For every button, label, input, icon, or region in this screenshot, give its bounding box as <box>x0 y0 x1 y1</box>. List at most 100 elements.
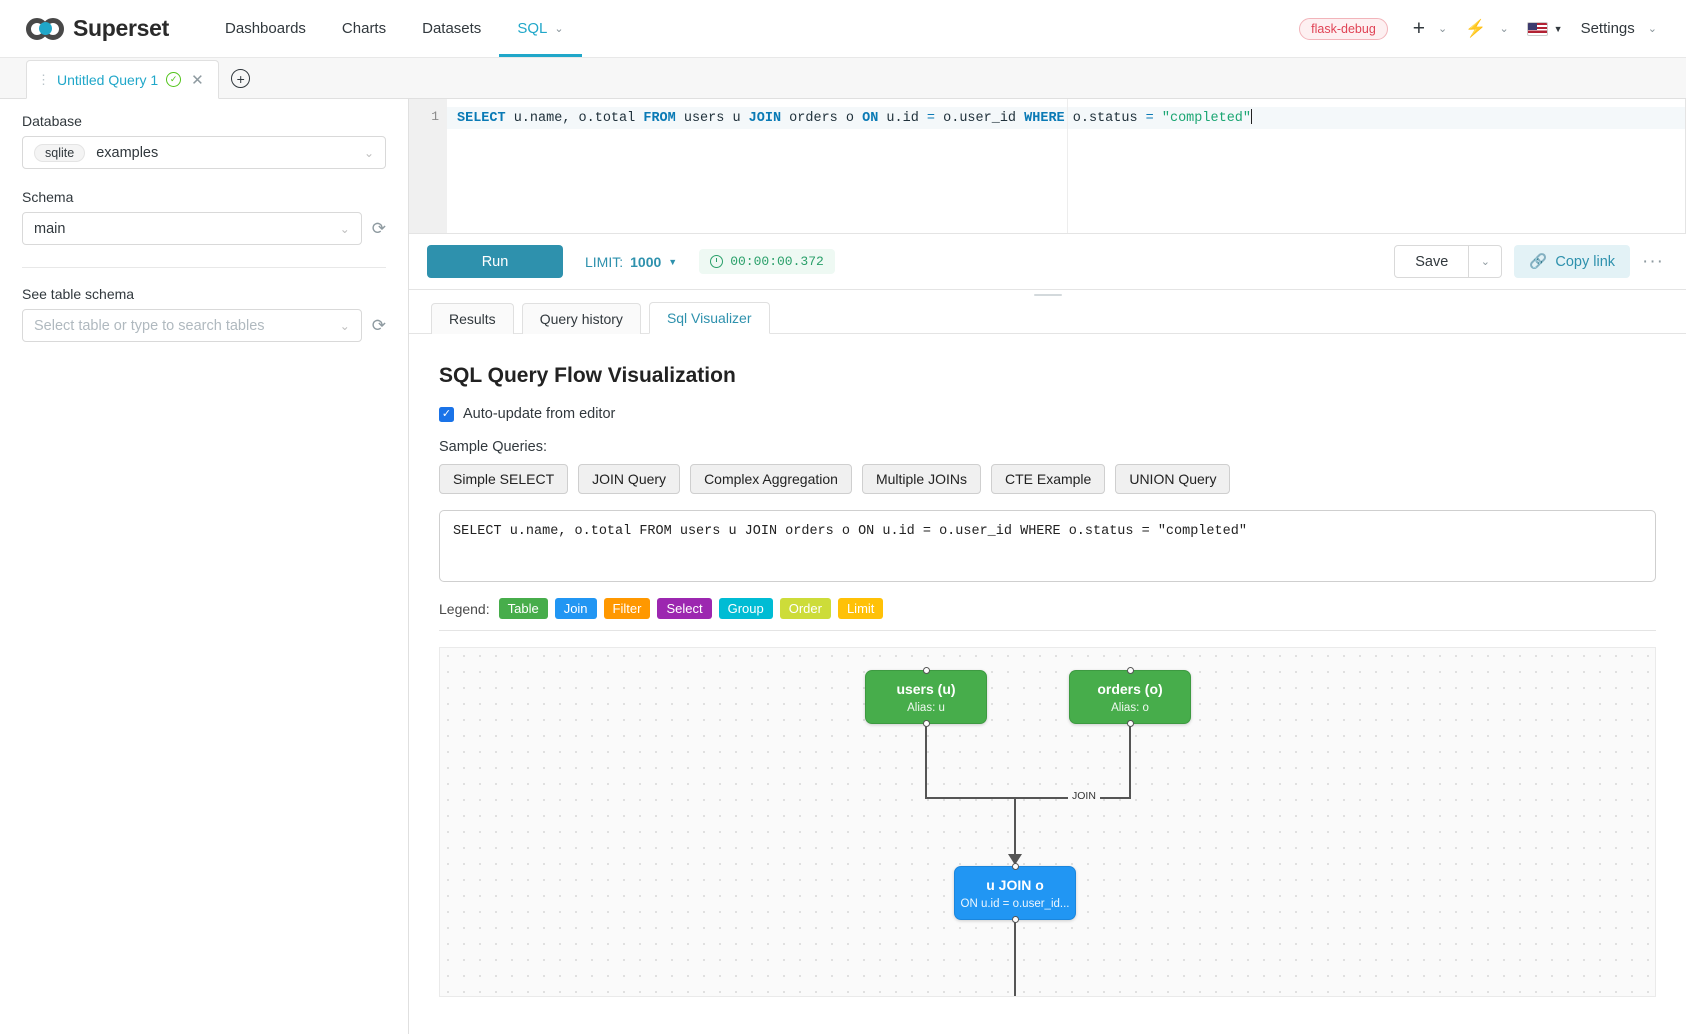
new-item-button[interactable]: + ⌄ <box>1406 14 1454 43</box>
flask-debug-badge: flask-debug <box>1299 17 1388 40</box>
settings-menu[interactable]: Settings ⌄ <box>1574 16 1664 41</box>
language-button[interactable]: ▼ <box>1520 18 1570 40</box>
refresh-tables-icon[interactable]: ⟳ <box>371 316 386 335</box>
legend-chip-select: Select <box>657 598 712 619</box>
chevron-down-icon: ⌄ <box>1647 23 1657 35</box>
schema-select[interactable]: main ⌄ <box>22 212 362 245</box>
nav-item-charts-label: Charts <box>341 20 387 37</box>
auto-update-row: ✓ Auto-update from editor <box>439 406 1656 422</box>
nav-item-dashboards-label: Dashboards <box>225 20 306 37</box>
add-query-tab-button[interactable]: + <box>219 59 263 98</box>
chevron-down-icon: ⌄ <box>1438 23 1448 35</box>
table-select-placeholder: Select table or type to search tables <box>34 317 265 334</box>
us-flag-icon <box>1526 21 1548 36</box>
chevron-down-icon: ⌄ <box>1499 23 1509 35</box>
schema-row: main ⌄ ⟳ <box>22 212 386 245</box>
editor-code-area[interactable]: SELECT u.name, o.total FROM users u JOIN… <box>447 99 1686 233</box>
graph-node-users[interactable]: users (u)Alias: u <box>865 667 987 727</box>
chevron-down-icon: ⌄ <box>1480 256 1490 268</box>
legend-divider <box>439 630 1656 631</box>
sample-query-button-4[interactable]: CTE Example <box>990 464 1106 494</box>
sample-query-button-3[interactable]: Multiple JOINs <box>861 464 981 494</box>
sample-query-button-1[interactable]: JOIN Query <box>578 464 681 494</box>
sql-editor[interactable]: 1 SELECT u.name, o.total FROM users u JO… <box>409 99 1686 234</box>
sample-query-button-5[interactable]: UNION Query <box>1115 464 1231 494</box>
node-port-bottom[interactable] <box>1126 720 1134 727</box>
tab-sql-visualizer[interactable]: Sql Visualizer <box>648 302 770 334</box>
check-glyph: ✓ <box>169 74 178 84</box>
node-port-top[interactable] <box>1126 667 1134 674</box>
save-button[interactable]: Save <box>1394 245 1470 278</box>
database-select[interactable]: sqlite examples ⌄ <box>22 136 386 169</box>
workspace: Database sqlite examples ⌄ Schema main ⌄… <box>0 99 1686 1034</box>
table-select[interactable]: Select table or type to search tables ⌄ <box>22 309 362 342</box>
edge-users-down <box>925 724 927 798</box>
node-port-top[interactable] <box>1011 863 1019 870</box>
edge-arrowhead <box>1008 854 1022 865</box>
page-title: SQL Query Flow Visualization <box>439 364 736 387</box>
superset-logo[interactable]: Superset <box>26 15 169 42</box>
editor-code-line-1: SELECT u.name, o.total FROM users u JOIN… <box>457 109 1252 126</box>
sample-query-button-2[interactable]: Complex Aggregation <box>690 464 852 494</box>
chevron-down-icon: ⌄ <box>339 318 350 333</box>
query-timer: 00:00:00.372 <box>699 249 835 274</box>
triangle-down-icon: ▼ <box>1553 23 1563 34</box>
top-navbar: Superset Dashboards Charts Datasets SQL … <box>0 0 1686 58</box>
editor-line-number: 1 <box>431 109 439 124</box>
editor-gutter: 1 <box>409 99 447 233</box>
sql-visualizer-panel: SQL Query Flow Visualization ✓ Auto-upda… <box>409 334 1686 1034</box>
drag-grip-icon[interactable]: ⋮ <box>37 71 50 87</box>
superset-mark-icon <box>26 17 64 40</box>
settings-label: Settings <box>1580 20 1635 37</box>
save-button-group: Save ⌄ <box>1394 245 1503 278</box>
nav-item-datasets[interactable]: Datasets <box>404 0 499 57</box>
node-port-bottom[interactable] <box>922 720 930 727</box>
nav-item-sql-label: SQL <box>517 20 548 37</box>
auto-update-checkbox[interactable]: ✓ <box>439 406 454 422</box>
tab-results[interactable]: Results <box>431 303 514 334</box>
save-dropdown-button[interactable]: ⌄ <box>1469 245 1503 278</box>
legend-chip-filter: Filter <box>603 598 651 619</box>
clock-icon <box>710 255 724 268</box>
result-tabs: Results Query history Sql Visualizer <box>409 300 1686 334</box>
table-schema-row: Select table or type to search tables ⌄ … <box>22 309 386 342</box>
nav-item-sql[interactable]: SQL ⌄ <box>499 0 581 57</box>
refresh-schema-icon[interactable]: ⟳ <box>371 219 386 238</box>
tab-query-history[interactable]: Query history <box>521 303 641 334</box>
bolt-icon: ⚡ <box>1465 19 1487 38</box>
active-line-highlight <box>447 107 1686 129</box>
close-icon[interactable]: ✕ <box>191 71 204 89</box>
more-options-icon[interactable]: ··· <box>1642 251 1664 272</box>
graph-node-title: orders (o) <box>1097 680 1163 697</box>
query-timer-value: 00:00:00.372 <box>730 254 824 269</box>
sample-query-button-0[interactable]: Simple SELECT <box>439 464 569 494</box>
primary-nav: Dashboards Charts Datasets SQL ⌄ <box>207 0 582 57</box>
plus-glyph: + <box>236 70 245 87</box>
alerts-button[interactable]: ⚡ ⌄ <box>1458 16 1515 41</box>
limit-value: 1000 <box>630 253 662 270</box>
sql-input-textarea[interactable] <box>439 510 1656 582</box>
run-button[interactable]: Run <box>427 245 563 278</box>
node-port-bottom[interactable] <box>1011 916 1019 923</box>
copy-link-button[interactable]: 🔗 Copy link <box>1514 245 1631 278</box>
editor-toolbar: Run LIMIT: 1000 ▼ 00:00:00.372 Save ⌄ 🔗 <box>409 234 1686 290</box>
table-schema-label: See table schema <box>22 286 135 302</box>
graph-node-title: users (u) <box>896 680 956 697</box>
limit-label: LIMIT: <box>585 253 624 270</box>
plus-circle-icon: + <box>231 69 251 88</box>
sample-queries-label: Sample Queries: <box>439 439 547 455</box>
graph-node-title: u JOIN o <box>986 876 1044 893</box>
edge-label-join: JOIN <box>1068 790 1100 802</box>
graph-node-orders[interactable]: orders (o)Alias: o <box>1069 667 1191 727</box>
legend-label: Legend: <box>439 600 490 617</box>
nav-item-charts[interactable]: Charts <box>324 0 404 57</box>
legend-chip-order: Order <box>779 598 831 619</box>
nav-item-dashboards[interactable]: Dashboards <box>207 0 324 57</box>
query-flow-canvas[interactable]: JOIN users (u)Alias: u orders (o)Alias: o u… <box>439 647 1656 997</box>
panel-resize-handle[interactable] <box>409 290 1686 300</box>
schema-label: Schema <box>22 189 74 205</box>
limit-dropdown[interactable]: LIMIT: 1000 ▼ <box>585 254 677 270</box>
query-tab-untitled-query-1[interactable]: ⋮ Untitled Query 1 ✓ ✕ <box>26 60 219 99</box>
node-port-top[interactable] <box>922 667 930 674</box>
